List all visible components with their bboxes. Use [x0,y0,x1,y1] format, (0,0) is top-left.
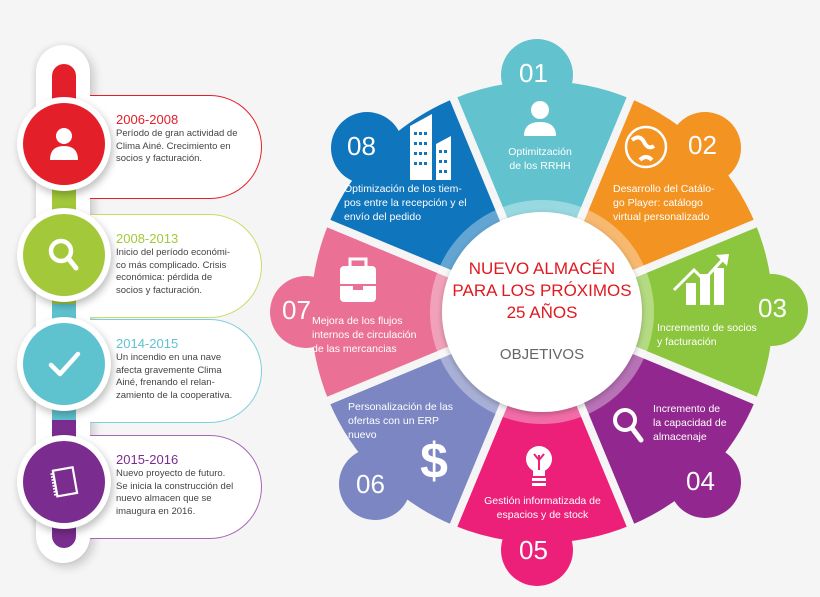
globe-icon [624,125,668,169]
timeline-node-3 [17,317,111,411]
center-title: NUEVO ALMACÉN PARA LOS PRÓXIMOS 25 AÑOS [452,259,632,322]
person-icon [50,128,78,160]
dollar-icon: $ [420,433,448,489]
lightbulb-icon [526,446,552,486]
timeline-description: Nuevo proyecto de futuro. Se inicia la c… [116,468,234,517]
timeline-card-2006-2008: 2006-2008 Período de gran actividad de C… [90,95,262,199]
timeline-node-1 [17,97,111,191]
briefcase-icon [340,257,376,302]
segment-number-04: 04 [686,466,715,496]
timeline-card-2015-2016: 2015-2016 Nuevo proyecto de futuro. Se i… [90,435,262,539]
timeline-description: Inicio del período económi- co más compl… [116,247,231,296]
timeline-node-4 [17,435,111,529]
magnifier-icon [48,238,79,271]
segment-number-03: 03 [758,293,787,323]
segment-number-08: 08 [347,131,376,161]
timeline-period: 2006-2008 [116,112,179,127]
buildings-icon [410,114,451,180]
growth-chart-icon [672,254,729,305]
timeline-description: Un incendio en una nave afecta gravement… [116,352,233,401]
center-subtitle: OBJETIVOS [499,346,585,363]
checkmark-icon [48,351,81,377]
segment-number-07: 07 [282,295,311,325]
timeline-description: Período de gran actividad de Clima Ainé.… [116,128,238,164]
segment-label-02: Desarrollo del Catálo-go Player: catálog… [613,183,715,223]
timeline-card-2008-2013: 2008-2013 Inicio del período económi- co… [90,214,262,318]
timeline-node-2 [17,208,111,302]
notebook-icon [50,466,79,498]
segment-label-08: Optimización de los tiem-pos entre la re… [344,183,467,223]
segment-number-01: 01 [519,58,548,88]
segment-number-06: 06 [356,469,385,499]
person-icon [524,101,556,136]
segment-number-02: 02 [688,130,717,160]
timeline-period: 2014-2015 [116,336,179,351]
magnifier-icon [613,408,644,443]
timeline-period: 2008-2013 [116,231,179,246]
timeline-period: 2015-2016 [116,452,179,467]
segment-number-05: 05 [519,535,548,565]
timeline-card-2014-2015: 2014-2015 Un incendio en una nave afecta… [90,319,262,423]
